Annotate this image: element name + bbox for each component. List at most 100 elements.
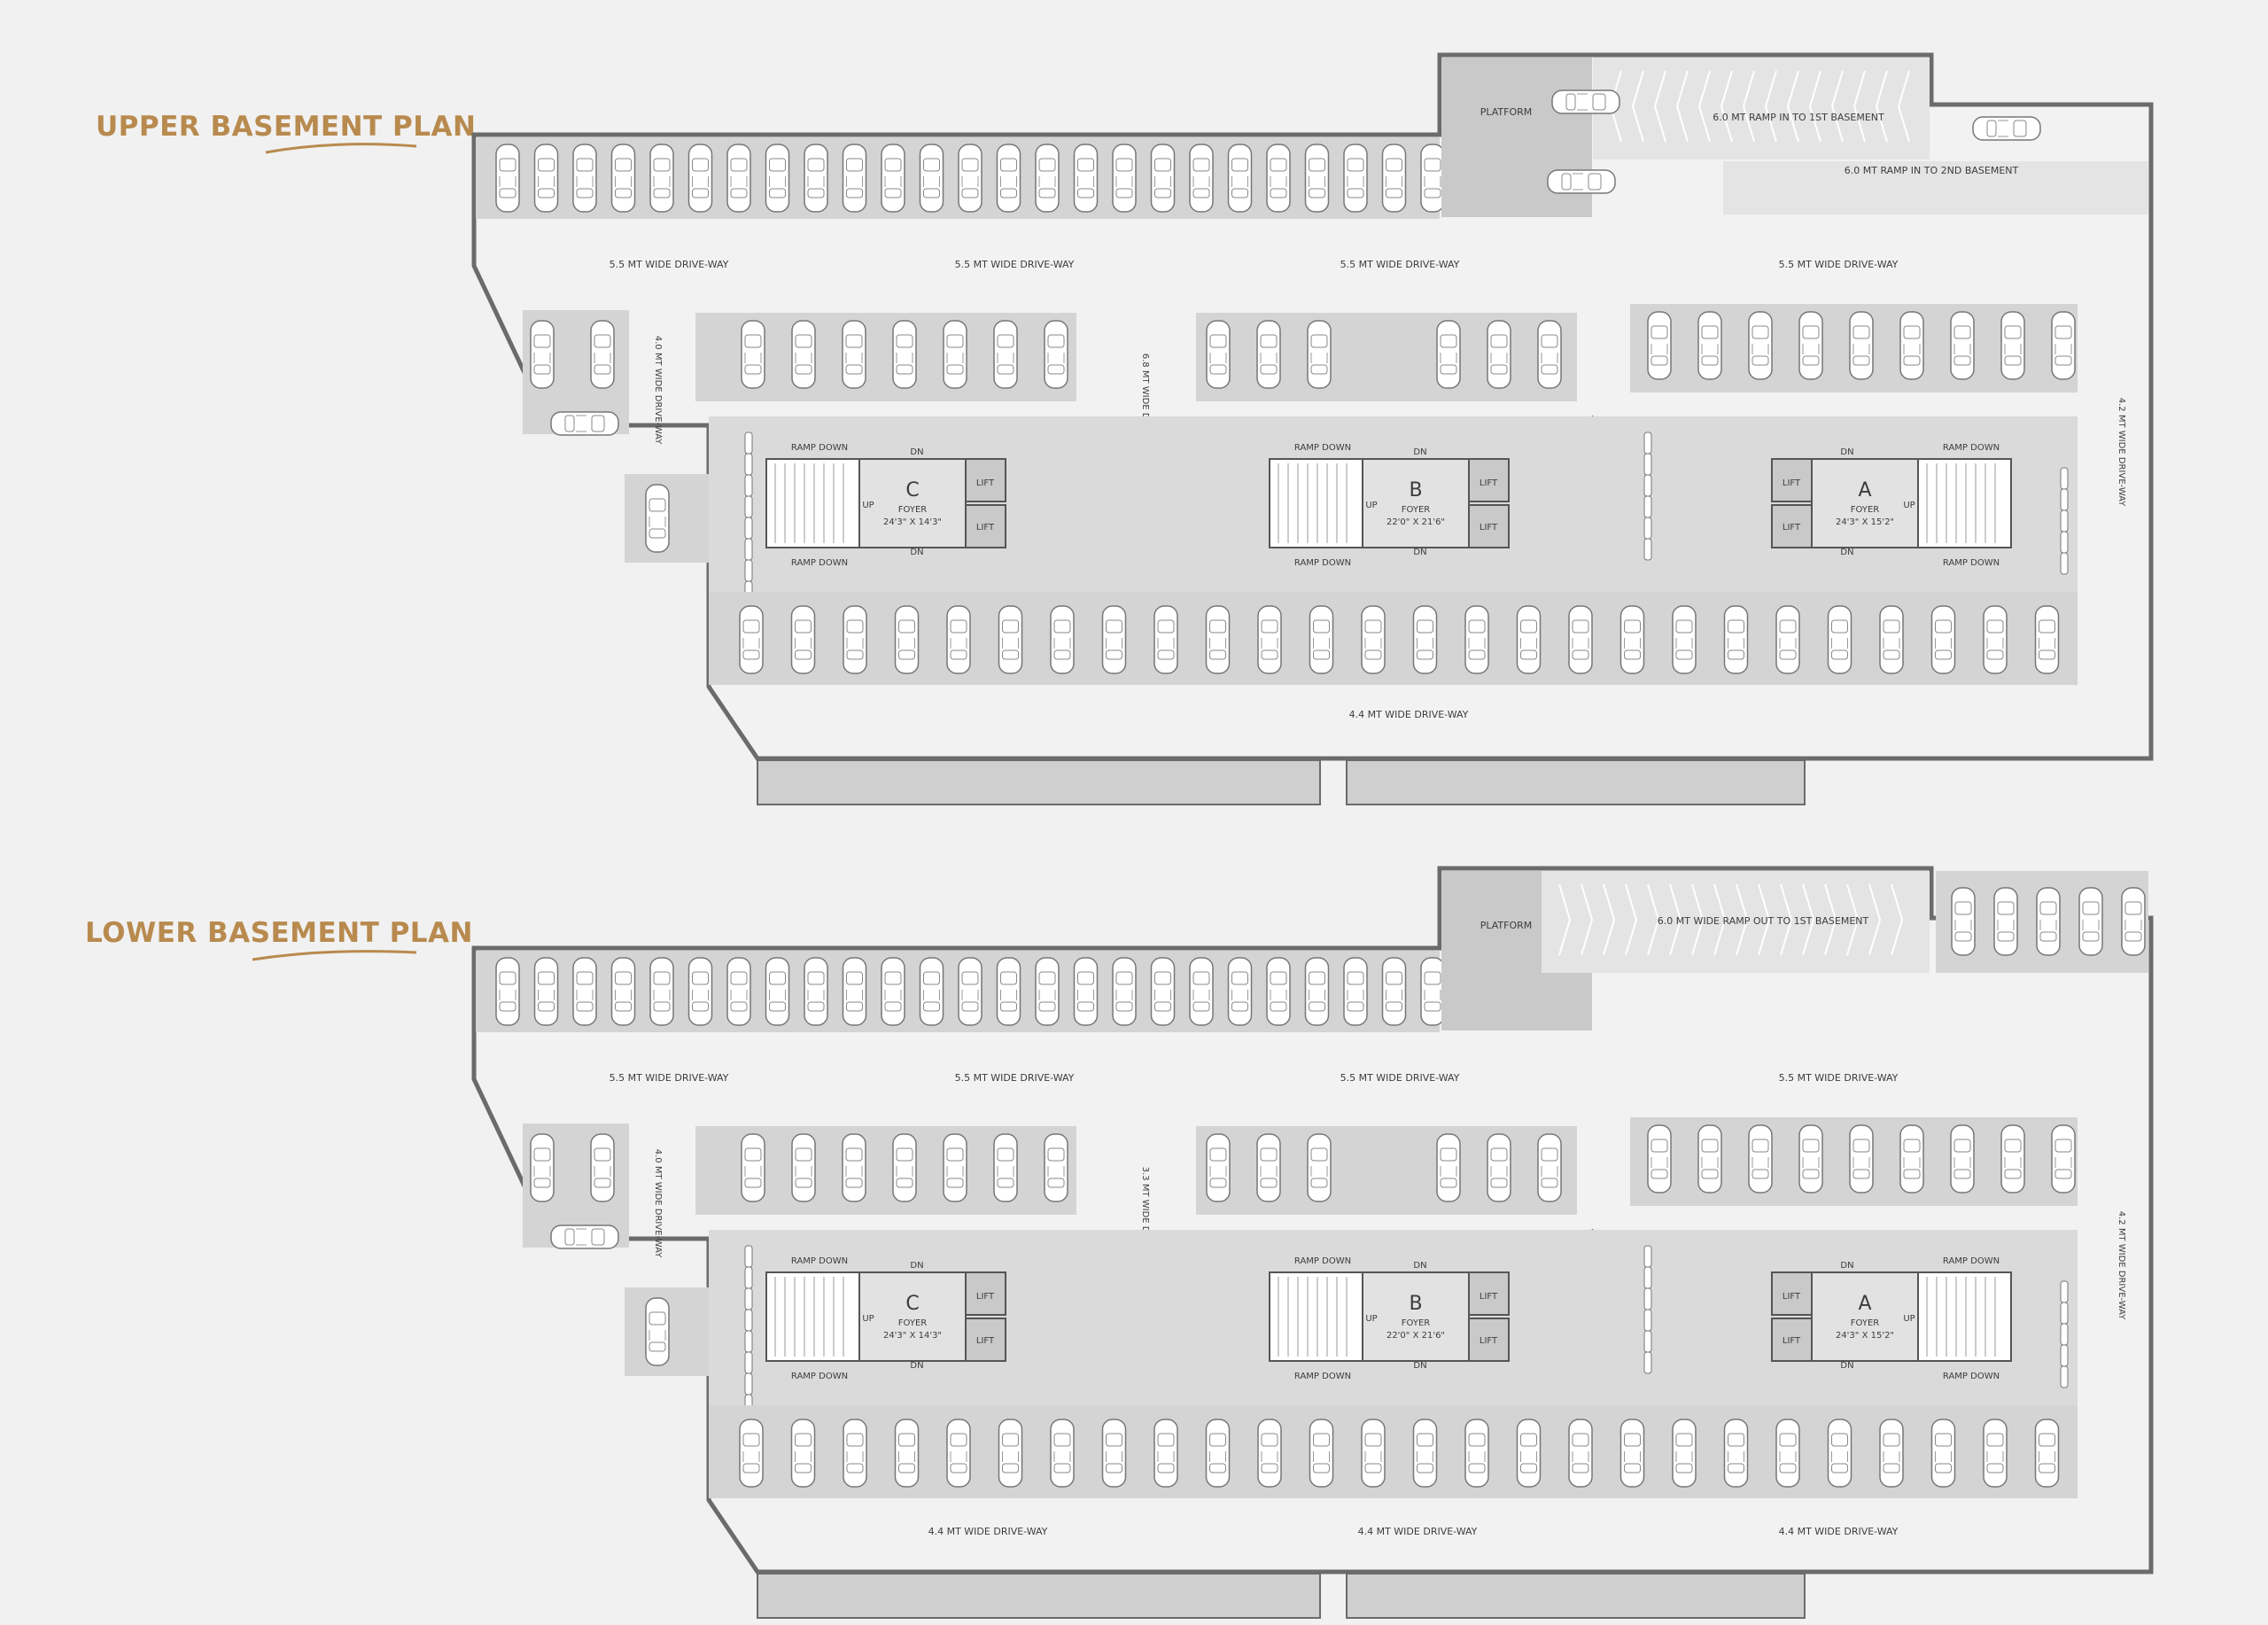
foyer <box>1362 1271 1470 1362</box>
lift <box>1771 1271 1813 1316</box>
bike <box>2060 1344 2069 1367</box>
car <box>946 1419 971 1488</box>
bike <box>1643 1309 1652 1332</box>
car <box>1537 1133 1562 1202</box>
car <box>1849 1124 1874 1193</box>
driveway-label: 5.5 MT WIDE DRIVE-WAY <box>955 1072 1075 1084</box>
up-label: UP <box>1365 1314 1377 1324</box>
car <box>2121 887 2146 956</box>
block-b-top <box>1196 313 1577 401</box>
car <box>842 1133 866 1202</box>
ramp-chevron <box>1669 883 1682 956</box>
car <box>2034 605 2060 674</box>
car <box>1487 320 1511 389</box>
lift <box>1771 504 1813 548</box>
driveway-label: 4.4 MT WIDE DRIVE-WAY <box>928 1526 1048 1537</box>
stair-well <box>765 458 860 548</box>
car <box>1073 144 1099 213</box>
lift <box>965 458 1006 502</box>
car <box>1697 311 1722 380</box>
ramp-chevron <box>1631 70 1644 143</box>
ramp-chevron <box>1852 70 1866 143</box>
bike <box>1643 474 1652 497</box>
lift <box>965 504 1006 548</box>
bike <box>744 1266 753 1289</box>
lift <box>965 1271 1006 1316</box>
ramp-down-label: RAMP DOWN <box>791 1256 848 1266</box>
bottom-annex <box>757 1573 1321 1619</box>
car <box>1993 887 2018 956</box>
foyer-size: 22'0" X 21'6" <box>1386 517 1445 527</box>
foyer-size: 22'0" X 21'6" <box>1386 1331 1445 1341</box>
car <box>790 1419 816 1488</box>
car <box>1266 144 1291 213</box>
lift <box>1468 458 1510 502</box>
ramp-down-label: RAMP DOWN <box>791 1372 848 1381</box>
ramp-chevron <box>1802 883 1815 956</box>
car <box>894 605 920 674</box>
car <box>881 957 905 1026</box>
car <box>687 957 713 1026</box>
car <box>791 1133 816 1202</box>
car <box>993 320 1018 389</box>
driveway-label: 5.5 MT WIDE DRIVE-WAY <box>610 1072 729 1084</box>
dn-label: DN <box>1840 1261 1853 1271</box>
lift-label: LIFT <box>1783 1292 1801 1302</box>
car <box>998 605 1023 674</box>
lift-label: LIFT <box>976 478 995 488</box>
bike <box>744 1245 753 1268</box>
car <box>495 144 520 213</box>
car <box>1206 320 1231 389</box>
ramp-chevron <box>1713 883 1727 956</box>
car <box>1568 1419 1593 1488</box>
bike <box>2060 1323 2069 1346</box>
car <box>1647 311 1672 380</box>
car <box>1361 1419 1386 1488</box>
bike <box>1643 1245 1652 1268</box>
car <box>1568 605 1593 674</box>
car <box>610 144 636 213</box>
car <box>645 484 670 553</box>
driveway-label: 5.5 MT WIDE DRIVE-WAY <box>1340 259 1460 270</box>
foyer-size: 24'3" X 15'2" <box>1836 1331 1894 1341</box>
ramp-in-1st-label: 6.0 MT RAMP IN TO 1ST BASEMENT <box>1713 112 1884 123</box>
car <box>1775 1419 1800 1488</box>
car <box>1798 311 1823 380</box>
ramp-out <box>1542 871 1930 973</box>
car <box>1304 957 1330 1026</box>
ramp-chevron <box>1691 883 1705 956</box>
bike <box>744 559 753 582</box>
car <box>739 605 764 674</box>
car <box>2051 1124 2076 1193</box>
car <box>1464 605 1489 674</box>
core-letter: A <box>1858 479 1871 501</box>
car <box>996 957 1021 1026</box>
dn-label: DN <box>910 1361 923 1371</box>
bottom-annex <box>1346 759 1806 805</box>
driveway-label: 4.0 MT WIDE DRIVE-WAY <box>653 1149 663 1258</box>
foyer <box>1811 458 1919 548</box>
dn-label: DN <box>1413 1361 1426 1371</box>
bike <box>2060 467 2069 490</box>
ramp-chevron <box>1558 883 1572 956</box>
lift <box>1771 1318 1813 1362</box>
ramp-chevron <box>1830 70 1844 143</box>
car <box>1420 957 1445 1026</box>
platform-label: PLATFORM <box>1480 106 1533 118</box>
lift-label: LIFT <box>976 523 995 533</box>
car <box>2034 1419 2060 1488</box>
platform-label: PLATFORM <box>1480 920 1533 931</box>
car <box>1619 605 1645 674</box>
ramp-down-label: RAMP DOWN <box>1943 1256 2000 1266</box>
ramp-chevron <box>1603 883 1616 956</box>
car <box>1153 1419 1178 1488</box>
car <box>1899 1124 1924 1193</box>
car <box>1775 605 1800 674</box>
car <box>1257 1419 1282 1488</box>
car <box>843 605 867 674</box>
driveway-label: 4.2 MT WIDE DRIVE-WAY <box>2117 398 2126 507</box>
stair-well <box>1269 458 1363 548</box>
driveway-label: 5.5 MT WIDE DRIVE-WAY <box>610 259 729 270</box>
car <box>1307 320 1332 389</box>
